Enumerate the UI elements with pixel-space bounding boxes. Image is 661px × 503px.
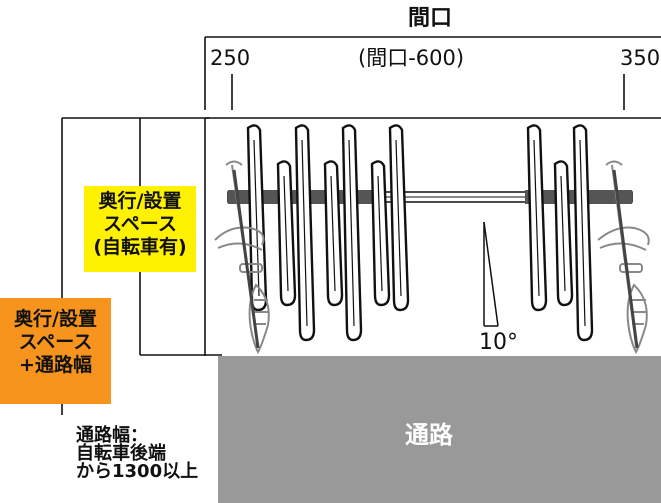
aisle-note-line-3: から1300以上 <box>76 461 199 482</box>
bicycle-right-wheel <box>612 169 639 349</box>
slot-tall-3 <box>341 124 363 342</box>
slot-short-4 <box>553 160 574 307</box>
frontage-title: 間口 <box>408 6 453 31</box>
slot-tall-2 <box>294 124 316 342</box>
angle-indicator <box>483 221 499 327</box>
total-line-1: 奥行/設置 <box>14 308 97 330</box>
rack-slots-short <box>276 160 574 307</box>
aisle-note-line-1: 通路幅： <box>76 425 148 446</box>
slot-short-1 <box>276 160 297 307</box>
depth-line-2: スペース <box>103 213 177 235</box>
bicycle-left-wheel <box>232 169 260 349</box>
aisle-area <box>218 356 661 503</box>
depth-space-label: 奥行/設置 スペース (自転車有) <box>84 186 196 272</box>
depth-brackets <box>61 117 222 415</box>
dimension-center: (間口-600) <box>358 46 465 70</box>
angle-label: 10° <box>479 330 518 355</box>
slot-tall-4 <box>388 124 410 312</box>
slot-short-2 <box>323 160 344 307</box>
rack-slots <box>246 124 594 342</box>
slot-tall-6 <box>572 124 594 342</box>
dimension-lines <box>204 36 661 110</box>
installation-frame <box>204 117 661 356</box>
aisle-label: 通路 <box>405 421 453 449</box>
slot-short-3 <box>370 160 391 307</box>
aisle-width-note: 通路幅： 自転車後端 から1300以上 <box>76 427 198 481</box>
depth-line-3: (自転車有) <box>93 236 187 258</box>
total-depth-label: 奥行/設置 スペース +通路幅 <box>0 298 111 404</box>
slot-tall-5 <box>526 124 548 312</box>
dimension-right: 350 <box>620 46 661 70</box>
aisle-note-line-2: 自転車後端 <box>76 443 166 464</box>
dimension-left: 250 <box>210 46 251 70</box>
depth-line-1: 奥行/設置 <box>98 190 182 212</box>
total-line-2: スペース <box>18 331 93 353</box>
slot-tall-1 <box>246 124 268 312</box>
total-line-3: +通路幅 <box>19 354 92 376</box>
